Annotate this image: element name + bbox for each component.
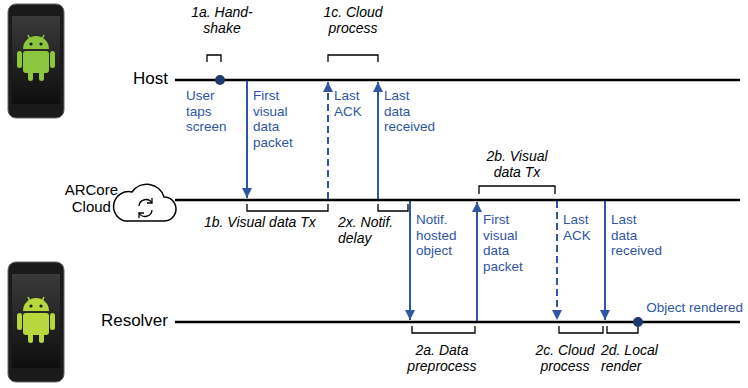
message-arrow <box>604 201 606 320</box>
lane-label: Host <box>133 69 168 89</box>
phase-label: 2x. Notif. delay <box>338 214 406 246</box>
android-head <box>23 36 49 49</box>
android-eye <box>39 42 42 45</box>
android-body <box>23 313 49 335</box>
resolver-phone <box>8 262 64 382</box>
phase-bracket <box>247 204 328 211</box>
phase-label: 2b. Visual data Tx <box>477 148 557 180</box>
phone-body <box>8 262 64 382</box>
event-dot <box>215 75 225 85</box>
message-arrow <box>476 202 478 321</box>
android-eye <box>39 304 42 307</box>
lane-label: ARCore Cloud <box>65 181 118 216</box>
ack-arrow <box>327 82 329 199</box>
android-body <box>23 51 49 73</box>
resolver-timeline <box>175 321 740 324</box>
event-label: Last data received <box>384 88 435 135</box>
event-dot <box>633 317 643 327</box>
android-arm <box>17 313 22 330</box>
android-arm <box>17 51 22 68</box>
phase-bracket <box>207 55 221 62</box>
lane-label: Resolver <box>101 311 168 331</box>
ack-arrow <box>556 201 558 320</box>
event-label: Last ACK <box>334 88 362 119</box>
phase-label: 1a. Hand-shake <box>189 4 255 36</box>
cloud-timeline <box>175 199 740 202</box>
phase-bracket <box>559 326 603 333</box>
phase-label: 2d. Local render <box>601 342 667 374</box>
android-leg <box>39 71 44 81</box>
host-phone <box>8 4 64 118</box>
phone-screen <box>12 274 60 368</box>
message-arrow <box>377 82 379 199</box>
phase-label: 2a. Data preprocess <box>402 342 482 374</box>
android-figure <box>17 35 55 81</box>
event-label: First visual data packet <box>483 212 523 274</box>
android-arm <box>50 51 55 68</box>
android-leg <box>28 333 33 343</box>
phase-brackets <box>207 55 638 333</box>
event-label: Last data received <box>611 212 662 259</box>
phase-label: 1c. Cloud process <box>317 4 389 36</box>
android-arm <box>50 313 55 330</box>
phase-label: 1b. Visual data Tx <box>204 214 316 230</box>
message-arrow <box>409 201 411 320</box>
android-eye <box>29 304 32 307</box>
phase-bracket <box>328 55 378 62</box>
android-figure <box>17 297 55 343</box>
event-label: Notif. hosted object <box>416 212 457 259</box>
message-arrow <box>246 81 248 198</box>
message-arrows <box>247 81 605 321</box>
android-leg <box>28 71 33 81</box>
event-label: First visual data packet <box>253 88 293 150</box>
event-label: Last ACK <box>563 212 591 243</box>
event-label: Object rendered <box>646 300 743 316</box>
phase-bracket <box>378 204 408 211</box>
cloud-outline <box>114 184 176 221</box>
event-label: User taps screen <box>186 88 227 135</box>
phase-bracket <box>479 186 555 194</box>
cloud-icon <box>114 184 176 221</box>
phase-bracket <box>607 326 638 333</box>
android-leg <box>39 333 44 343</box>
sync-arrowhead <box>147 198 152 203</box>
android-eye <box>29 42 32 45</box>
phone-body <box>8 4 64 118</box>
host-timeline <box>175 79 740 82</box>
phone-screen <box>12 16 60 104</box>
phase-label: 2c. Cloud process <box>532 342 598 374</box>
android-head <box>23 298 49 311</box>
phase-bracket <box>412 326 475 333</box>
sync-arrowhead <box>139 213 144 218</box>
